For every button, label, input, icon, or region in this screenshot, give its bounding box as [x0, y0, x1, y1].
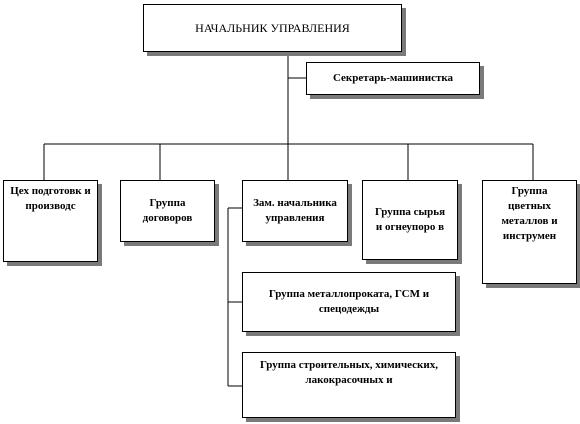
subgroup-box-metal: Группа металлопроката, ГСМ и спецодежды: [242, 272, 456, 332]
unit-box-workshop: Цех подготовк и производс: [3, 180, 98, 262]
unit-label-raw-materials: Группа сырья и огнеупоро в: [374, 206, 446, 233]
head-label: НАЧАЛЬНИК УПРАВЛЕНИЯ: [195, 20, 350, 35]
unit-label-workshop: Цех подготовк и производс: [10, 185, 91, 212]
subgroup-label-metal: Группа металлопроката, ГСМ и спецодежды: [268, 288, 430, 315]
subgroup-label-construction: Группа строительных, химических, лакокра…: [260, 359, 438, 386]
unit-box-raw-materials: Группа сырья и огнеупоро в: [362, 180, 458, 260]
head-box: НАЧАЛЬНИК УПРАВЛЕНИЯ: [143, 4, 402, 52]
unit-label-contracts: Группа договоров: [142, 197, 193, 224]
unit-box-nonferrous: Группа цветных металлов и инструмен: [482, 180, 577, 284]
secretary-box: Секретарь-машинистка: [306, 62, 480, 95]
unit-label-nonferrous: Группа цветных металлов и инструмен: [501, 185, 558, 242]
unit-box-contracts: Группа договоров: [120, 180, 215, 242]
subgroup-box-construction: Группа строительных, химических, лакокра…: [242, 352, 456, 418]
secretary-label: Секретарь-машинистка: [332, 72, 454, 84]
unit-box-deputy: Зам. начальника управления: [242, 180, 348, 242]
unit-label-deputy: Зам. начальника управления: [253, 197, 337, 224]
